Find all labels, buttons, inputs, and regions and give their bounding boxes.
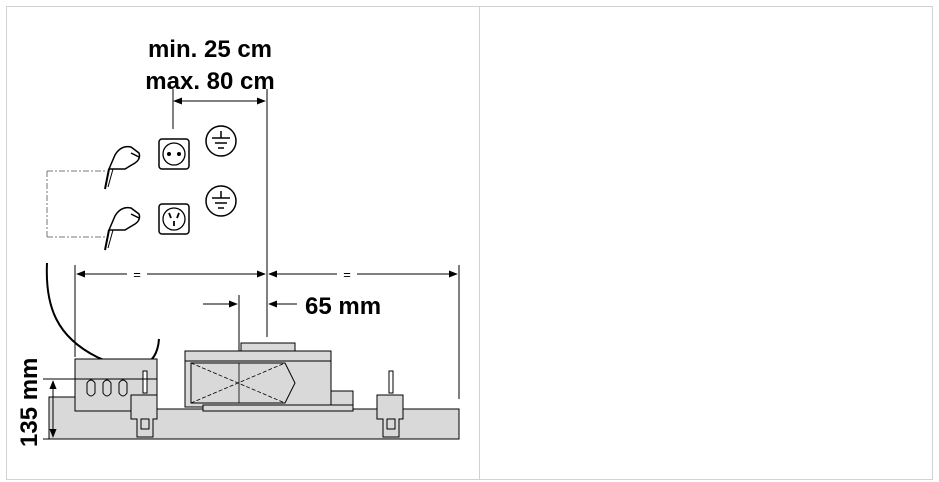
blank-panel bbox=[479, 6, 933, 480]
plug-icon bbox=[104, 145, 141, 190]
equal-spacing-dimension bbox=[74, 265, 460, 399]
mounting-clamp-left bbox=[130, 370, 158, 438]
plug-options-bracket bbox=[46, 170, 105, 238]
plug-icon bbox=[104, 206, 141, 251]
mounting-clamp-right bbox=[376, 370, 404, 438]
installation-diagram: min. 25 cm max. 80 cm bbox=[16, 36, 460, 447]
schuko-socket-icon bbox=[158, 138, 190, 170]
equal-mark-right: = bbox=[343, 267, 351, 282]
offset-label: 65 mm bbox=[305, 293, 381, 320]
socket-distance-dimension bbox=[172, 89, 268, 337]
max-distance-label: max. 80 cm bbox=[145, 68, 274, 95]
height-dimension bbox=[43, 378, 157, 440]
earth-ground-icon bbox=[205, 125, 237, 157]
equal-mark-left: = bbox=[133, 267, 141, 282]
motor-unit bbox=[184, 342, 354, 412]
installation-diagram-panel: min. 25 cm max. 80 cm bbox=[6, 6, 480, 480]
min-distance-label: min. 25 cm bbox=[148, 36, 272, 63]
earth-ground-icon bbox=[205, 185, 237, 217]
australian-socket-icon bbox=[158, 203, 190, 235]
height-label: 135 mm bbox=[16, 358, 43, 447]
